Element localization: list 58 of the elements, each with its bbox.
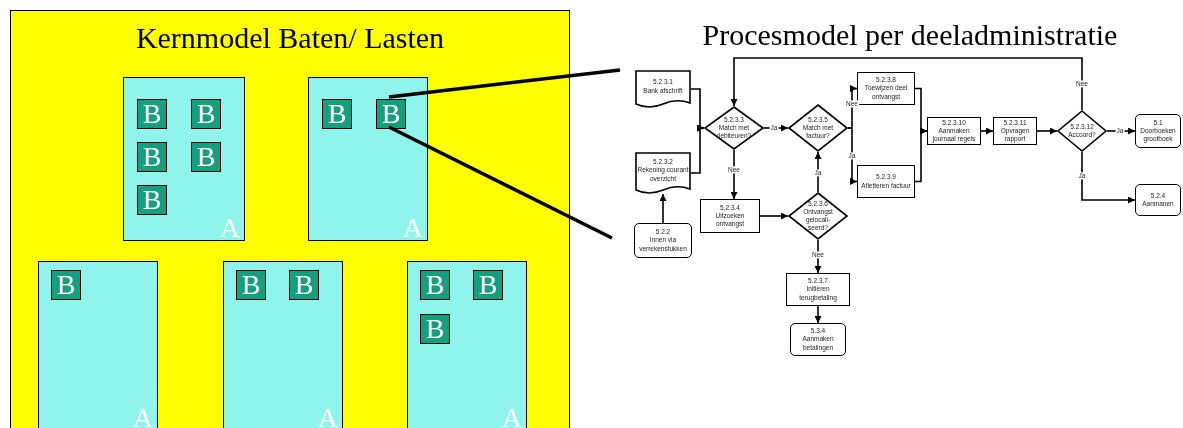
box-letter: A	[402, 214, 423, 242]
document-shape	[635, 70, 691, 108]
arrow	[914, 127, 928, 183]
arrow	[1081, 151, 1136, 204]
terminal-box	[1135, 184, 1181, 216]
terminal-box	[1135, 114, 1181, 148]
component-box	[38, 261, 158, 428]
zoom-line	[388, 125, 613, 240]
arrow	[759, 212, 789, 220]
box-letter: B	[327, 100, 347, 128]
arrow	[980, 127, 994, 135]
box-letter: B	[56, 271, 76, 299]
arrow	[1106, 127, 1136, 135]
terminal-box	[634, 223, 692, 258]
box-letter: B	[425, 315, 445, 343]
box-letter: B	[425, 271, 445, 299]
box-letter: B	[294, 271, 314, 299]
panel-title: Kernmodel Baten/ Lasten	[134, 21, 446, 55]
process-box	[993, 117, 1037, 145]
zoom-line	[388, 68, 621, 99]
box-letter: A	[219, 214, 240, 242]
component-box	[123, 77, 245, 241]
decision-diamond	[788, 192, 848, 240]
process-box	[857, 165, 915, 198]
component-box	[223, 261, 343, 428]
box-letter: B	[478, 271, 498, 299]
box-letter: B	[142, 143, 162, 171]
component-box	[308, 77, 428, 241]
box-letter: B	[241, 271, 261, 299]
box-letter: A	[132, 404, 153, 428]
decision-diamond	[788, 104, 848, 152]
decision-diamond	[704, 106, 764, 150]
arrow	[847, 85, 858, 129]
box-letter: A	[501, 404, 522, 428]
terminal-box	[790, 323, 846, 356]
box-letter: B	[196, 100, 216, 128]
arrow	[659, 193, 667, 224]
process-box	[857, 72, 915, 105]
process-box	[786, 273, 850, 306]
process-box	[700, 199, 760, 233]
component-box	[407, 261, 527, 428]
arrow	[814, 239, 822, 274]
arrow	[847, 127, 858, 185]
arrow	[814, 305, 822, 324]
box-letter: B	[142, 186, 162, 214]
model-panel	[10, 10, 570, 428]
arrow	[690, 124, 705, 174]
box-letter: B	[142, 100, 162, 128]
arrow	[1036, 127, 1058, 135]
process-box	[927, 117, 981, 145]
document-shape	[635, 152, 691, 194]
box-letter: A	[317, 404, 338, 428]
decision-diamond	[1057, 110, 1107, 152]
arrow	[730, 149, 738, 200]
box-letter: B	[196, 143, 216, 171]
box-letter: B	[381, 100, 401, 128]
diagram-heading: Procesmodel per deeladministratie	[701, 18, 1119, 52]
arrow	[730, 57, 1083, 111]
